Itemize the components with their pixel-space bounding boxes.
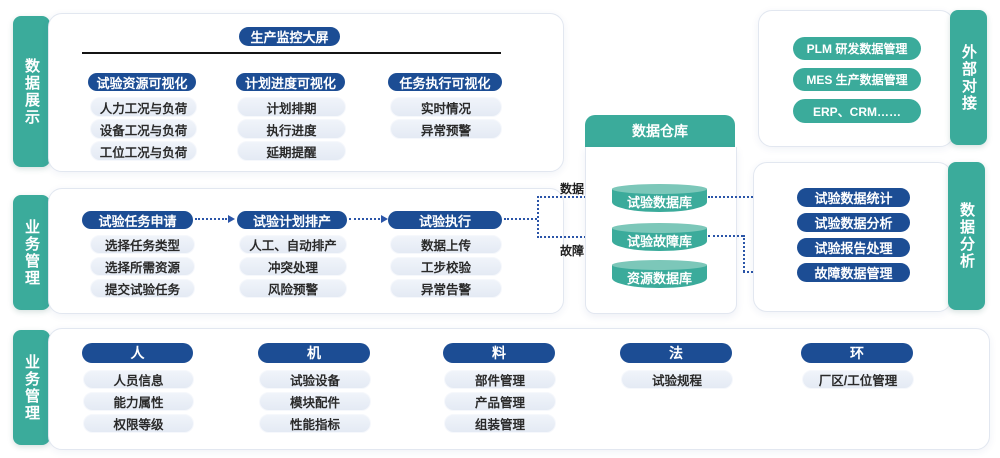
item-pill-assembly-management: 组装管理 — [444, 414, 556, 433]
item-pill-performance-index: 性能指标 — [259, 414, 371, 433]
connector-plan-to-execution — [349, 218, 380, 220]
connector-task-to-plan — [195, 218, 227, 220]
item-pill-anomaly-warning: 异常预警 — [390, 119, 502, 139]
cylinder-cap — [612, 184, 707, 194]
connector-faultdb-down — [743, 235, 745, 272]
item-pill-test-equipment: 试验设备 — [259, 370, 371, 389]
tab-data-analysis: 数据分析 — [948, 162, 985, 310]
header-pill-man: 人 — [82, 343, 193, 363]
item-pill-step-verification: 工步校验 — [390, 257, 502, 276]
header-pill-environment: 环 — [801, 343, 913, 363]
database-label: 试验数据库 — [626, 195, 692, 210]
database-label: 资源数据库 — [626, 271, 692, 286]
pill-test-data-statistics: 试验数据统计 — [797, 188, 910, 207]
header-pill-material: 料 — [443, 343, 555, 363]
divider-line — [82, 52, 501, 54]
connector-execution-split — [537, 196, 539, 238]
panel-data-analysis — [753, 162, 952, 312]
tab-external-integration: 外部对接 — [950, 10, 987, 145]
item-pill-test-procedure: 试验规程 — [621, 370, 733, 389]
header-pill-test-execution: 试验执行 — [388, 211, 502, 229]
cylinder-cap — [612, 260, 707, 270]
item-pill-station-load: 工位工况与负荷 — [90, 141, 197, 161]
header-pill-machine: 机 — [258, 343, 370, 363]
data-warehouse-header: 数据仓库 — [585, 115, 735, 147]
pill-mes-data-management: MES 生产数据管理 — [793, 68, 921, 91]
connector-fault-branch — [537, 236, 598, 238]
item-pill-execution-progress: 执行进度 — [237, 119, 346, 139]
pill-production-monitor-title: 生产监控大屏 — [239, 27, 340, 46]
pill-fault-data-management: 故障数据管理 — [797, 263, 910, 282]
connector-faultdb-out — [708, 235, 743, 237]
header-pill-test-task-application: 试验任务申请 — [82, 211, 193, 229]
cylinder-cap — [612, 223, 707, 233]
pill-test-data-analysis: 试验数据分析 — [797, 213, 910, 232]
arrow-plan-to-execution — [381, 215, 388, 223]
item-pill-anomaly-alert: 异常告警 — [390, 279, 502, 298]
header-pill-resource-visualization: 试验资源可视化 — [88, 73, 196, 91]
item-pill-select-task-type: 选择任务类型 — [90, 235, 195, 254]
tab-business-management: 业务管理 — [13, 195, 50, 310]
item-pill-data-upload: 数据上传 — [390, 235, 502, 254]
header-pill-test-plan-scheduling: 试验计划排产 — [237, 211, 347, 229]
header-pill-task-execution-visualization: 任务执行可视化 — [388, 73, 502, 91]
database-cylinder-test-data: 试验数据库 — [612, 184, 707, 212]
pill-erp-crm: ERP、CRM…… — [793, 99, 921, 123]
database-label: 试验故障库 — [626, 234, 692, 249]
item-pill-plant-station-management: 厂区/工位管理 — [802, 370, 914, 389]
item-pill-equipment-load: 设备工况与负荷 — [90, 119, 197, 139]
item-pill-delay-reminder: 延期提醒 — [237, 141, 346, 161]
header-pill-plan-progress-visualization: 计划进度可视化 — [236, 73, 345, 91]
item-pill-realtime-status: 实时情况 — [390, 97, 502, 117]
item-pill-submit-test-task: 提交试验任务 — [90, 279, 195, 298]
edge-label-fault: 故障 — [560, 244, 585, 258]
tab-data-display: 数据展示 — [13, 16, 50, 167]
item-pill-manual-auto-scheduling: 人工、自动排产 — [239, 235, 347, 254]
item-pill-manpower-load: 人力工况与负荷 — [90, 97, 197, 117]
cylinder-body — [612, 228, 707, 251]
database-cylinder-resource-data: 资源数据库 — [612, 260, 707, 288]
item-pill-select-resources: 选择所需资源 — [90, 257, 195, 276]
header-pill-method: 法 — [620, 343, 732, 363]
item-pill-personnel-info: 人员信息 — [83, 370, 194, 389]
item-pill-risk-warning: 风险预警 — [239, 279, 347, 298]
edge-label-data: 数据 — [560, 182, 585, 196]
arrow-task-to-plan — [228, 215, 235, 223]
pill-test-report-processing: 试验报告处理 — [797, 238, 910, 257]
cylinder-body — [612, 189, 707, 212]
item-pill-component-management: 部件管理 — [444, 370, 556, 389]
connector-data-branch — [537, 196, 598, 198]
tab-foundation-management: 业务管理 — [13, 330, 50, 445]
cylinder-body — [612, 265, 707, 288]
item-pill-capability-attribute: 能力属性 — [83, 392, 194, 411]
pill-plm-data-management: PLM 研发数据管理 — [793, 37, 921, 60]
connector-execution-out — [504, 218, 537, 220]
item-pill-module-parts: 模块配件 — [259, 392, 371, 411]
item-pill-permission-level: 权限等级 — [83, 414, 194, 433]
database-cylinder-test-fault: 试验故障库 — [612, 223, 707, 251]
connector-testdb-out — [708, 196, 773, 198]
item-pill-plan-schedule: 计划排期 — [237, 97, 346, 117]
item-pill-conflict-handling: 冲突处理 — [239, 257, 347, 276]
item-pill-product-management: 产品管理 — [444, 392, 556, 411]
